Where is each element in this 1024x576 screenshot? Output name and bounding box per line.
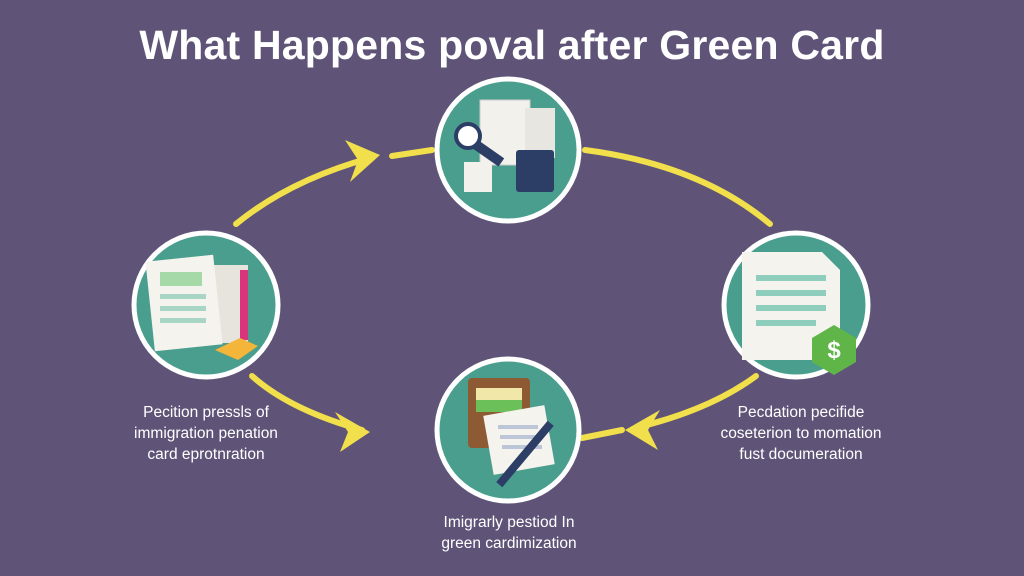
arrowhead-top-icon [345, 140, 380, 182]
caption-line: Pecdation pecifide [737, 404, 865, 421]
caption-line: card eprotnration [147, 446, 265, 463]
arrow-left-to-top [233, 155, 373, 227]
arrowhead-bottom-left-icon [335, 412, 370, 452]
step-circle-bottom [434, 356, 582, 504]
step-circle-left [131, 230, 281, 380]
caption-line: green cardimization [441, 535, 577, 552]
arrow-segment-bottom [579, 427, 625, 441]
caption-line: fust documeration [739, 446, 863, 463]
arrowhead-bottom-right-icon [625, 410, 660, 450]
page-title: What Happens poval after Green Card [139, 22, 885, 68]
caption-line: Pecition pressls of [143, 404, 269, 421]
step-circle-top [434, 76, 582, 224]
step-circle-right: $ [721, 230, 871, 380]
caption-left: Pecition pressls of immigration penation… [86, 402, 326, 465]
dollar-icon: $ [827, 337, 841, 364]
caption-line: Imigrarly pestiod In [443, 514, 575, 531]
caption-line: coseterion to momation [720, 425, 882, 442]
caption-line: immigration penation [134, 425, 278, 442]
arrow-segment-top [389, 147, 435, 159]
arrow-top-to-right [582, 147, 773, 227]
caption-bottom: Imigrarly pestiod In green cardimization [389, 512, 629, 554]
caption-right: Pecdation pecifide coseterion to momatio… [681, 402, 921, 465]
